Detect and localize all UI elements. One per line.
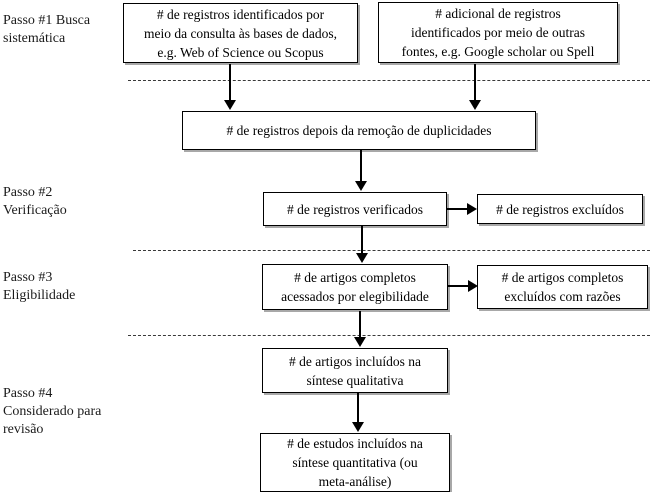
box-records-screened: # de registros verificados — [263, 192, 447, 226]
box-records-after-duplicates-removed: # de registros depois da remoção de dupl… — [182, 111, 536, 150]
step-2-label: Passo #2 Verificação — [3, 185, 67, 218]
phase-divider-3 — [128, 335, 650, 336]
arrow-eligibility-to-excluded-icon — [448, 280, 478, 292]
arrow-qualitative-to-quantitative-icon — [352, 393, 364, 432]
box-records-identified-other-sources: # adicional de registros identificados p… — [378, 2, 618, 63]
arrow-eligibility-to-qualitative-icon — [354, 311, 366, 347]
box-records-excluded: # de registros excluídos — [477, 194, 643, 224]
box-fulltext-excluded: # de artigos completos excluídos com raz… — [477, 265, 648, 309]
step-1-label: Passo #1 Busca sistemática — [3, 13, 91, 46]
box-records-identified-databases: # de registros identificados por meio da… — [123, 3, 358, 63]
box-fulltext-assessed: # de artigos completos acessados por ele… — [262, 264, 448, 310]
arrow-screened-to-eligibility-icon — [356, 226, 368, 263]
arrow-databases-to-dedup-icon — [224, 64, 236, 110]
step-3-label: Passo #3 Eligibilidade — [3, 270, 76, 303]
box-qualitative-synthesis: # de artigos incluídos na síntese qualit… — [262, 348, 448, 393]
phase-divider-1 — [128, 80, 650, 81]
phase-divider-2 — [133, 250, 650, 251]
step-4-label: Passo #4 Considerado para revisão — [3, 386, 102, 437]
arrow-screened-to-excluded-icon — [447, 203, 477, 215]
arrow-other-sources-to-dedup-icon — [469, 64, 481, 110]
arrow-dedup-to-screened-icon — [355, 150, 367, 191]
box-quantitative-synthesis: # de estudos incluídos na síntese quanti… — [260, 433, 450, 492]
